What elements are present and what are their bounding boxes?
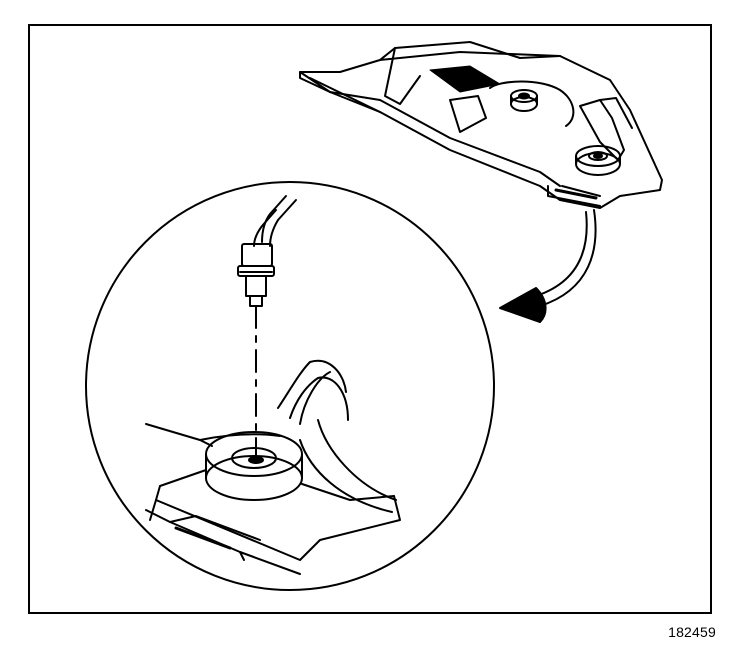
panel-assembly — [299, 41, 663, 209]
detail-arrow — [499, 209, 597, 323]
detail-view — [85, 181, 495, 591]
figure-number: 182459 — [668, 624, 716, 640]
illustration-frame — [28, 24, 712, 614]
